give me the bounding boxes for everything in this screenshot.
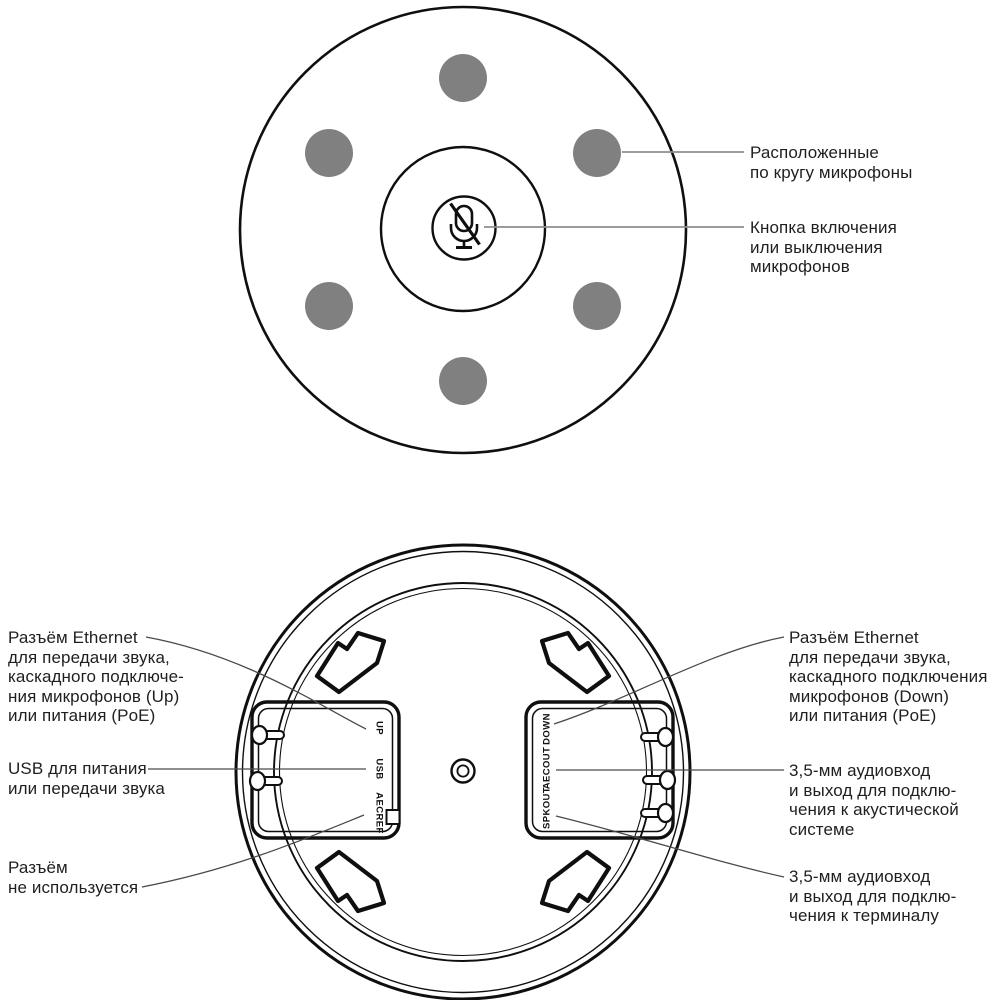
connector-pin [642, 769, 677, 791]
callout-circular-mics: Расположенные по кругу микрофоны [750, 143, 913, 182]
port-label-aecref: AECREF [374, 792, 385, 833]
top-view-device [238, 5, 744, 455]
port-label-aecout: AECOUT [542, 747, 553, 790]
leader-line-ethernet-up [145, 636, 367, 730]
port-label-down: DOWN [542, 713, 553, 745]
microphone-dots [305, 54, 621, 405]
unused-connector-notch [385, 809, 401, 825]
port-label-up: UP [374, 721, 385, 735]
connector-pin [640, 802, 675, 824]
microphone-dot [439, 357, 487, 405]
leader-line-ethernet-down [553, 636, 785, 725]
microphone-dot [573, 282, 621, 330]
callout-unused-connector: Разъём не используется [8, 858, 139, 897]
callout-ethernet-down: Разъём Ethernet для передачи звука, каск… [789, 628, 988, 725]
mute-button [431, 195, 497, 261]
center-screw-hole [450, 758, 476, 784]
mounting-tab [314, 630, 387, 695]
left-connector-pins [248, 724, 285, 792]
mounting-tab [314, 849, 387, 914]
left-panel-inner-outline [257, 707, 394, 833]
mounting-tabs [314, 630, 612, 914]
mute-button-ring [431, 195, 497, 261]
callout-audio-speaker-system: 3,5-мм аудиовход и выход для подклю- чен… [789, 761, 959, 839]
port-label-usb: USB [374, 758, 385, 779]
bottom-rim-circle [241, 550, 685, 994]
microphone-dot [439, 54, 487, 102]
connector-pin [640, 726, 675, 748]
microphone-dot [305, 129, 353, 177]
right-connector-pins [640, 726, 677, 824]
mounting-tab [539, 630, 612, 695]
connector-pin [248, 770, 283, 792]
bottom-view-device: UP USB AECREF DOWN AECOUT SPKOUT [141, 543, 785, 1000]
microphone-dot [573, 129, 621, 177]
callout-mute-button: Кнопка включения или выключения микрофон… [750, 218, 897, 276]
mounting-tab [539, 849, 612, 914]
top-inner-circle [379, 145, 547, 313]
leader-line-spkout [555, 815, 785, 878]
callout-ethernet-up: Разъём Ethernet для передачи звука, каск… [8, 628, 184, 725]
left-connector-panel [250, 700, 401, 840]
inner-wall-circle-outer [273, 582, 653, 962]
microphone-dot [305, 282, 353, 330]
callout-usb: USB для питания или передачи звука [8, 759, 165, 798]
mic-muted-icon [449, 202, 481, 249]
port-label-spkout: SPKOUT [542, 787, 553, 829]
leader-line-unused [141, 814, 365, 888]
inner-wall-circle-inner [278, 587, 648, 957]
callout-audio-terminal: 3,5-мм аудиовход и выход для подклю- чен… [789, 867, 957, 925]
connector-pin [250, 724, 285, 746]
